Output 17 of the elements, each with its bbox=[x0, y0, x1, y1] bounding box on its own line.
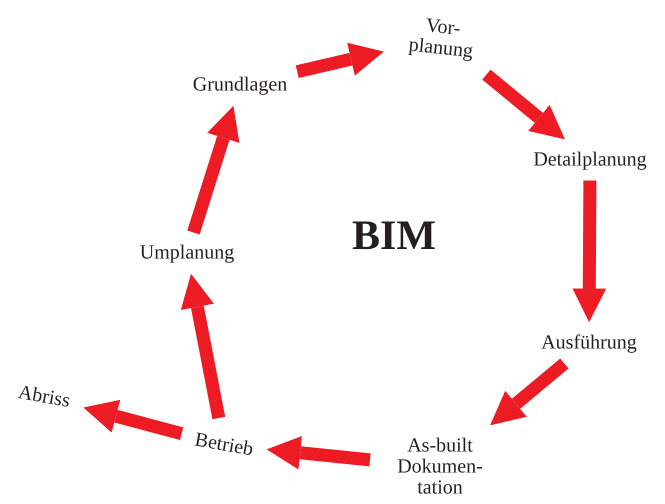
stage-label: Betrieb bbox=[182, 418, 266, 472]
arrow bbox=[490, 358, 569, 426]
arrow bbox=[296, 42, 384, 78]
stage-label: Detailplanung bbox=[523, 140, 657, 180]
arrow bbox=[572, 180, 606, 322]
stage-label: Umplanung bbox=[130, 232, 244, 274]
arrow bbox=[187, 106, 240, 234]
arrow bbox=[180, 274, 226, 420]
stage-label: Abriss bbox=[4, 370, 84, 424]
stage-label: Ausführung bbox=[531, 322, 647, 364]
arrow bbox=[266, 436, 371, 470]
stage-label: Vor- planung bbox=[384, 1, 500, 75]
stage-label: Grundlagen bbox=[182, 64, 298, 106]
arrow bbox=[83, 400, 184, 440]
stage-label: As-built Dokumen- tation bbox=[370, 426, 510, 504]
diagram-title: BIM bbox=[352, 212, 436, 260]
arrow bbox=[482, 70, 565, 140]
